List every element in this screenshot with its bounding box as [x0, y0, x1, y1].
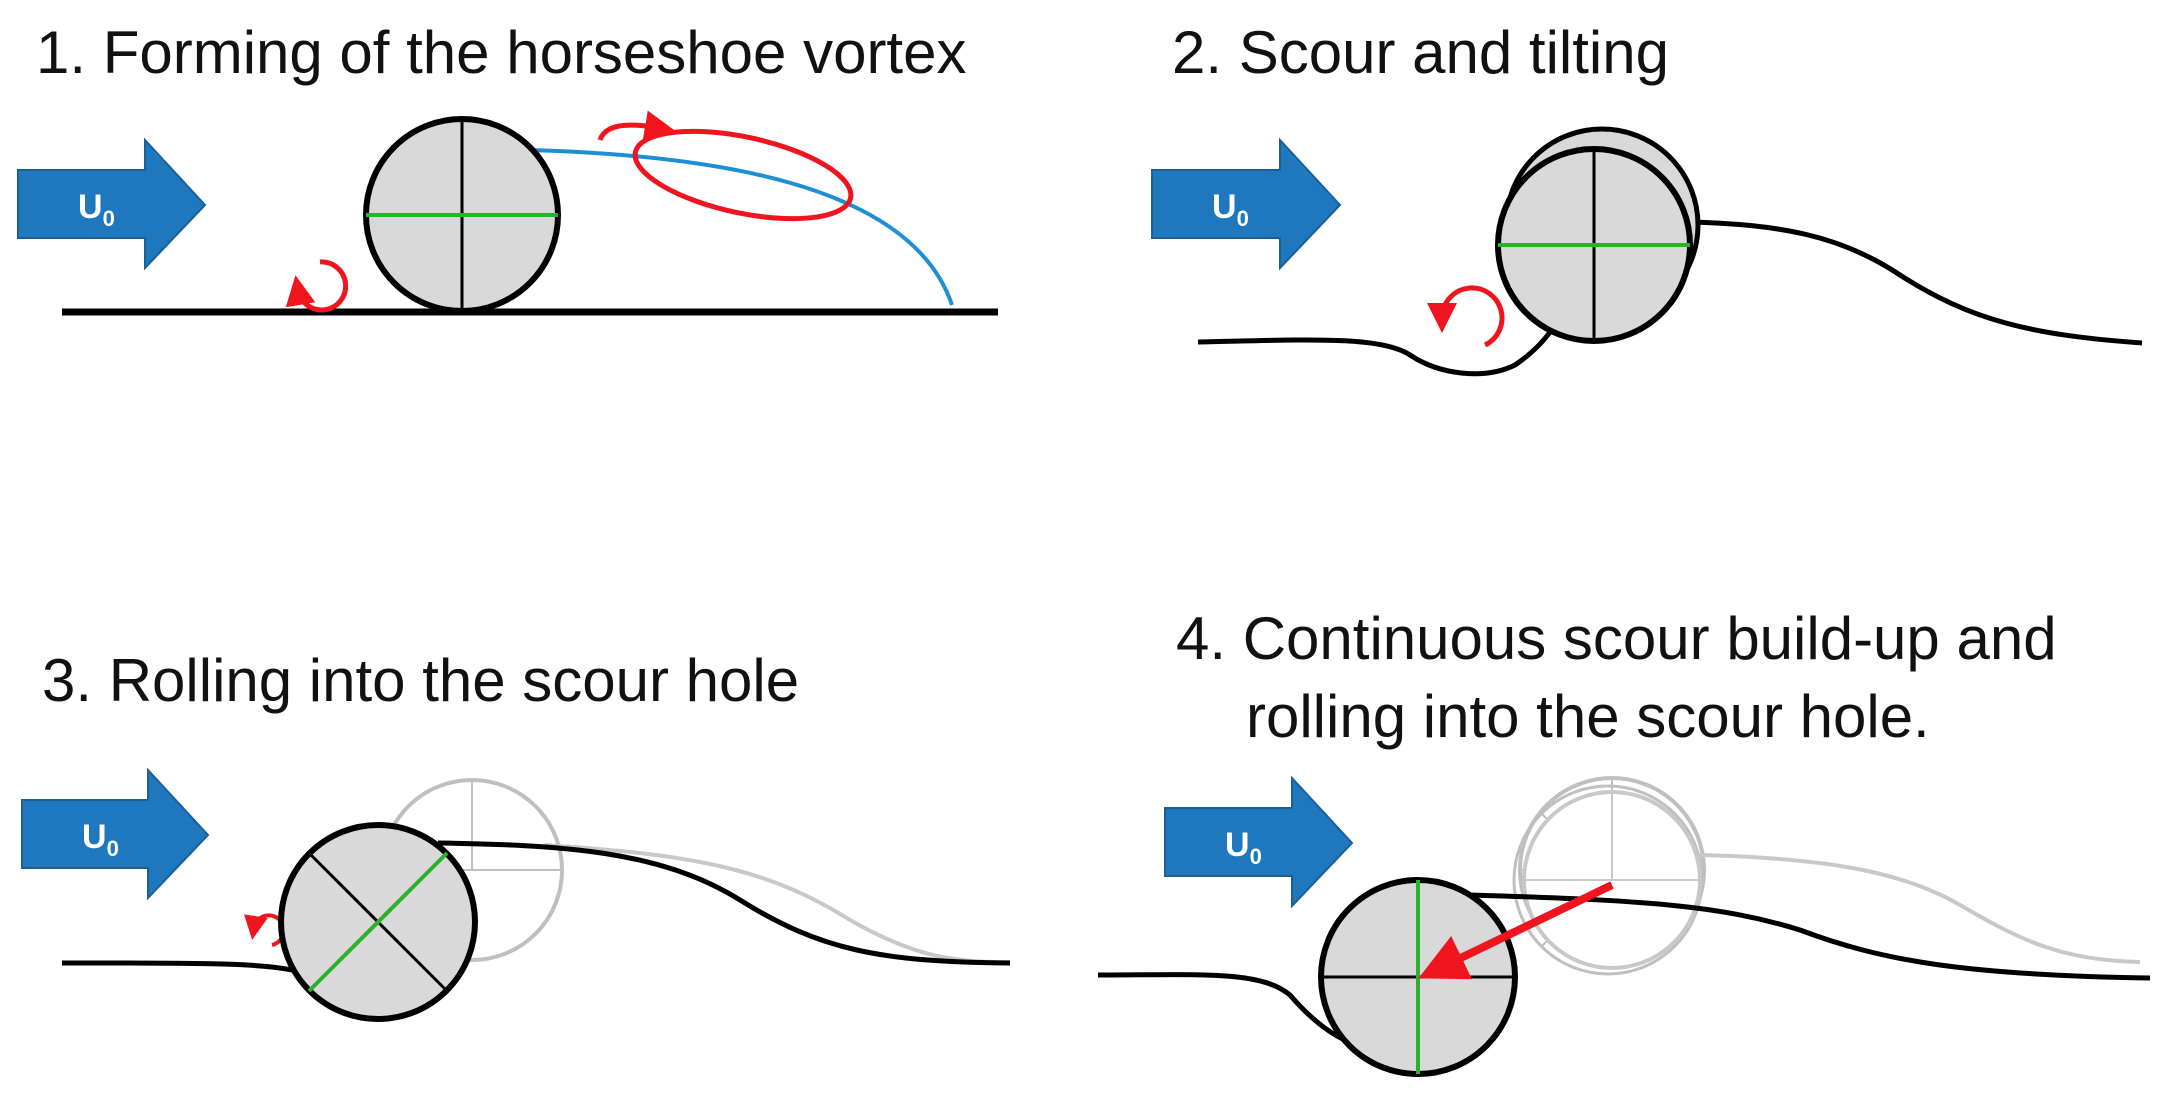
- flow-arrow-3: U0: [21, 767, 210, 901]
- panel-4-title: 4. Continuous scour build-up and rolling…: [1176, 600, 2057, 756]
- flow-label-2: U0: [1212, 188, 1249, 231]
- streamline-1: [529, 148, 954, 306]
- flow-arrow-2: U0: [1151, 137, 1342, 271]
- flow-label-1: U0: [78, 188, 115, 231]
- flow-arrow-1: U0: [17, 137, 207, 271]
- flow-arrow-4: U0: [1164, 775, 1354, 909]
- panel-1: U0: [17, 110, 998, 316]
- cylinder-2: [1495, 146, 1693, 344]
- vortex-arrow-1: [597, 110, 675, 142]
- flow-label-3: U0: [82, 818, 119, 861]
- scour-bed-2a: [1197, 299, 1571, 377]
- panel-1-title: 1. Forming of the horseshoe vortex: [36, 19, 967, 86]
- cylinder-3: [278, 822, 478, 1022]
- scour-bed-4b: [1469, 892, 2151, 981]
- panel-3: U0: [21, 767, 1011, 1022]
- ghost-bed-3: [544, 843, 1011, 964]
- rolling-direction-arrow: [1418, 881, 1614, 980]
- ghost-cylinder-4c: [1522, 790, 1702, 970]
- panel-2: U0: [1151, 126, 2143, 377]
- ghost-bed-4: [1699, 853, 2141, 964]
- cylinder-4: [1318, 877, 1518, 1077]
- small-vortex-2: [1427, 285, 1505, 348]
- cylinder-1: [363, 116, 561, 314]
- panel-3-title: 3. Rolling into the scour hole: [42, 647, 800, 714]
- flow-label-4: U0: [1225, 826, 1262, 869]
- scour-bed-2b: [1693, 219, 2143, 346]
- panel-2-title: 2. Scour and tilting: [1172, 19, 1669, 86]
- panel-4: U0: [1097, 775, 2151, 1077]
- horseshoe-vortex-loop: [632, 128, 854, 222]
- panel-4-title-line1: 4. Continuous scour build-up and: [1176, 605, 2057, 672]
- panel-4-title-line2: rolling into the scour hole.: [1246, 683, 1930, 750]
- small-vortex-1: [285, 259, 349, 313]
- scour-bed-3b: [437, 840, 1011, 966]
